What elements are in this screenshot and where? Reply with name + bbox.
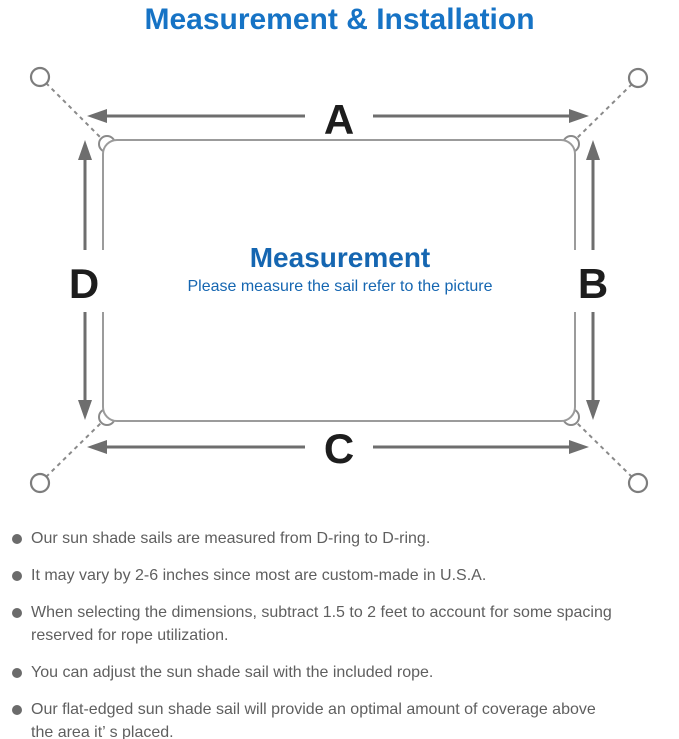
dimension-label-c: C [324, 425, 354, 472]
dimension-label-a: A [324, 96, 354, 143]
note-text: When selecting the dimensions, subtract … [31, 604, 612, 644]
anchor-point-icon [29, 66, 51, 88]
dimension-arrow-a: A [87, 95, 589, 143]
anchor-point-icons [29, 66, 649, 494]
diagram-center-subtitle: Please measure the sail refer to the pic… [187, 278, 492, 295]
rope-bottom-right [574, 420, 633, 478]
dimension-arrow-c: C [87, 425, 589, 472]
bullet-icon [12, 705, 22, 715]
list-item: Our sun shade sails are measured from D-… [12, 527, 672, 550]
page-title: Measurement & Installation [144, 3, 535, 36]
diagram-center-heading: Measurement [250, 242, 431, 273]
measurement-diagram: A C D [0, 55, 679, 510]
note-text: You can adjust the sun shade sail with t… [31, 664, 434, 681]
anchor-point-icon [29, 472, 51, 494]
note-text: Our sun shade sails are measured from D-… [31, 530, 431, 547]
list-item: When selecting the dimensions, subtract … [12, 601, 672, 647]
bullet-icon [12, 608, 22, 618]
list-item: It may vary by 2-6 inches since most are… [12, 564, 672, 587]
anchor-point-icon [627, 472, 649, 494]
list-item: You can adjust the sun shade sail with t… [12, 661, 672, 684]
bullet-icon [12, 571, 22, 581]
rope-top-left [45, 82, 104, 141]
list-item: Our flat-edged sun shade sail will provi… [12, 698, 672, 739]
dimension-arrow-d: D [61, 140, 109, 420]
note-text: Our flat-edged sun shade sail will provi… [31, 701, 596, 739]
rope-bottom-left [45, 420, 104, 478]
dimension-label-d: D [69, 260, 99, 307]
note-text: It may vary by 2-6 inches since most are… [31, 567, 487, 584]
dimension-label-b: B [578, 260, 608, 307]
dimension-arrow-b: B [569, 140, 617, 420]
bullet-icon [12, 534, 22, 544]
anchor-point-icon [627, 67, 649, 89]
notes-list: Our sun shade sails are measured from D-… [12, 527, 672, 739]
rope-lines [45, 82, 633, 478]
rope-top-right [574, 83, 633, 141]
bullet-icon [12, 668, 22, 678]
